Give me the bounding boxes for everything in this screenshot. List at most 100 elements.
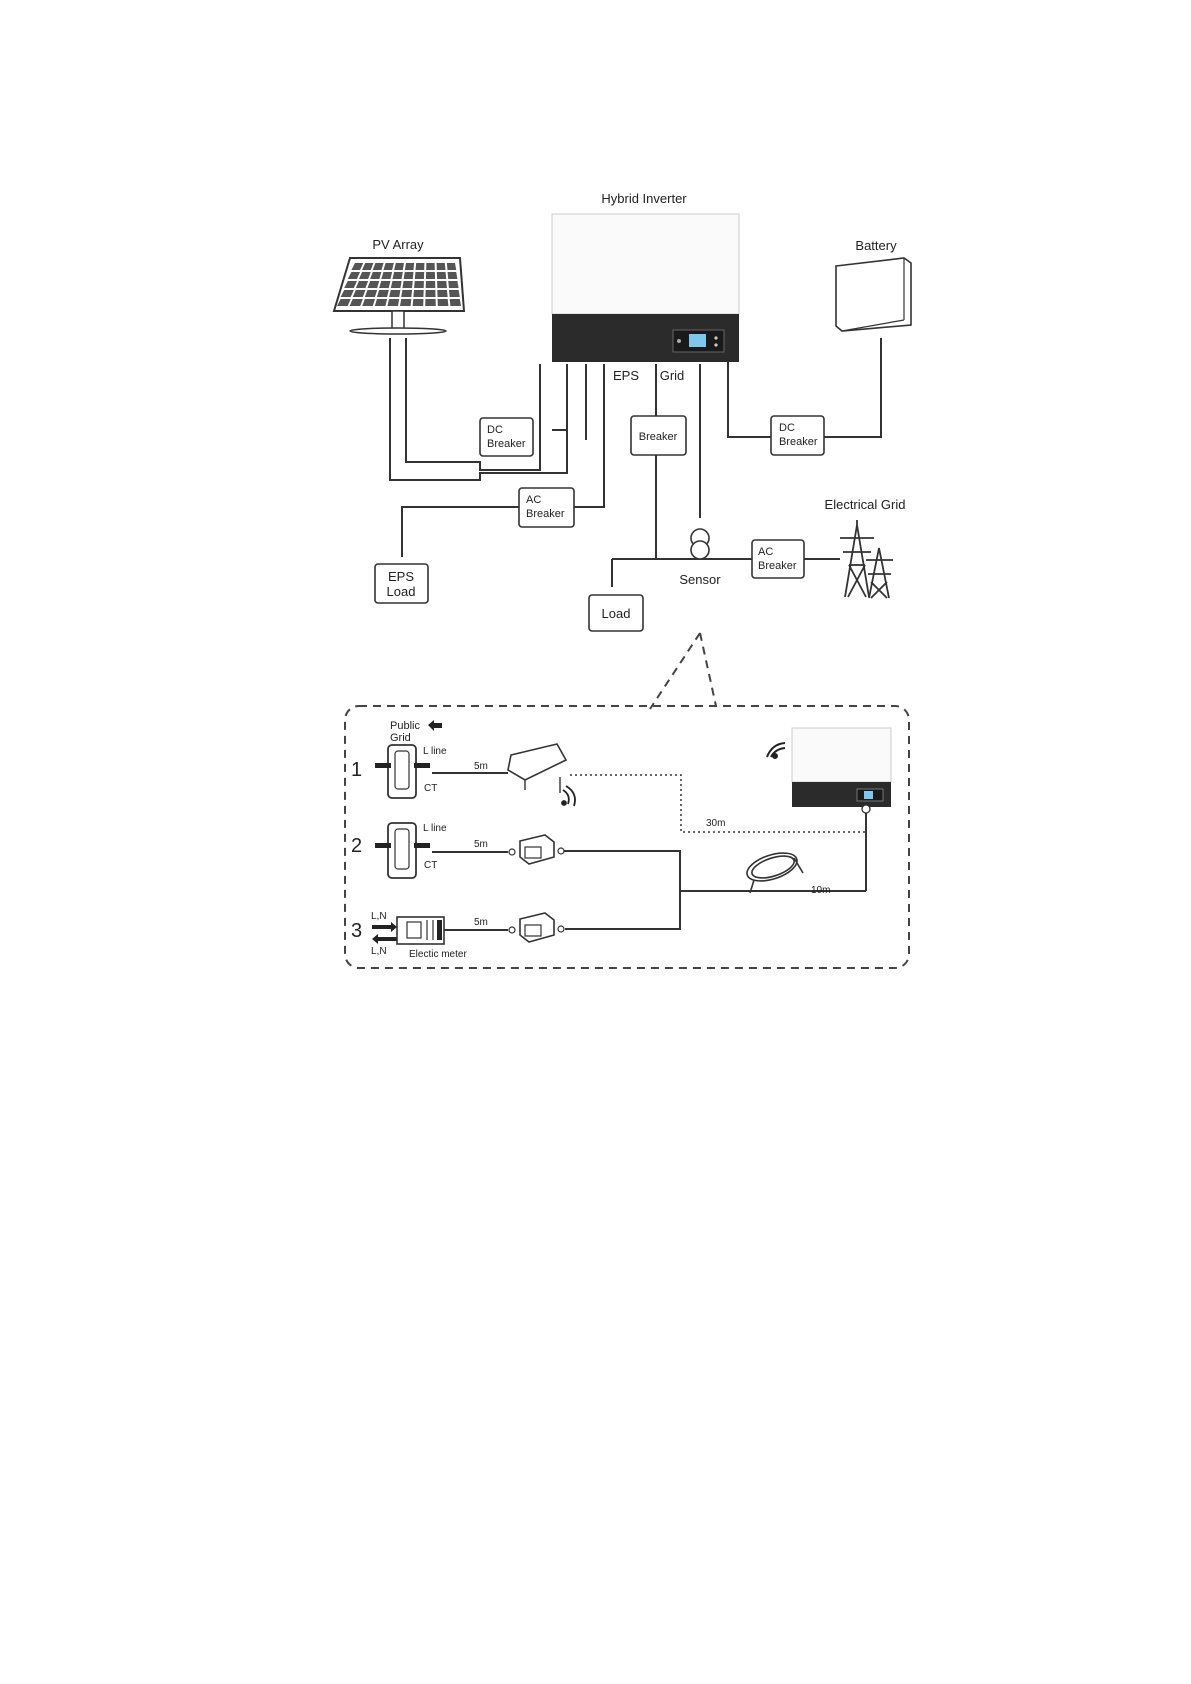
wifi-icon: [767, 743, 785, 758]
solar-cell: [425, 299, 436, 306]
row-number-2: 2: [351, 835, 362, 857]
inverter-label: Hybrid Inverter: [601, 191, 687, 206]
dc-breaker-pv: DC Breaker: [480, 418, 533, 456]
callout-leader: [650, 633, 716, 709]
solar-cell: [401, 290, 412, 297]
solar-panel-icon: [334, 258, 464, 334]
solar-cell: [404, 272, 414, 279]
solar-cell: [437, 272, 446, 279]
solar-cell: [413, 290, 423, 297]
dc-breaker-battery-line1: DC: [779, 422, 795, 434]
transmission-tower-icon: [840, 520, 893, 598]
solar-cell: [387, 299, 399, 306]
solar-cell: [426, 281, 436, 288]
inverter-thumbnail: [792, 728, 891, 807]
solar-cell: [426, 263, 435, 270]
load-label: Load: [602, 606, 631, 621]
breaker: Breaker: [631, 416, 686, 455]
solar-cell: [425, 290, 435, 297]
ct-label-2: CT: [424, 860, 437, 871]
ct-clamp-icon: [375, 745, 430, 798]
rj45-coupler-icon-1: [509, 835, 564, 864]
row-number-1: 1: [351, 759, 362, 781]
dc-breaker-battery: DC Breaker: [771, 416, 824, 455]
solar-cell: [448, 272, 458, 279]
ac-breaker-eps-line2: Breaker: [526, 508, 565, 520]
solar-cell: [394, 263, 404, 270]
solar-cell: [437, 290, 447, 297]
solar-cell: [450, 299, 461, 306]
length-5m-2: 5m: [474, 839, 488, 850]
length-10m: 10m: [811, 885, 830, 896]
solar-cell: [402, 281, 412, 288]
solar-cell: [392, 272, 402, 279]
ac-breaker-grid: AC Breaker: [752, 540, 804, 578]
wifi-meter-box-icon: [508, 744, 566, 793]
ac-breaker-grid-line1: AC: [758, 546, 773, 558]
pv-array: PV Array: [334, 237, 464, 334]
eps-load-line1: EPS: [388, 569, 414, 584]
rj45-coupler-icon-2: [509, 913, 564, 942]
solar-cell: [400, 299, 411, 306]
solar-cell: [391, 281, 402, 288]
battery-icon: [836, 258, 911, 331]
eps-load-line2: Load: [387, 584, 416, 599]
detail-panel: Public Grid 1 2 3 L line CT 5m 30m: [345, 706, 909, 968]
solar-cell: [415, 263, 424, 270]
arrow-left-icon: [428, 720, 442, 731]
dc-breaker-pv-line1: DC: [487, 424, 503, 436]
solar-cell: [449, 290, 460, 297]
dc-breaker-battery-line2: Breaker: [779, 436, 818, 448]
solar-cell: [437, 263, 446, 270]
length-30m: 30m: [706, 818, 725, 829]
ac-breaker-eps-line1: AC: [526, 494, 541, 506]
solar-cell: [415, 272, 424, 279]
pv-array-label: PV Array: [372, 237, 424, 252]
electrical-grid-label: Electrical Grid: [825, 497, 906, 512]
l-line-label-2: L line: [423, 823, 447, 834]
breaker-label: Breaker: [639, 431, 678, 443]
length-5m-3: 5m: [474, 917, 488, 928]
electric-meter-label: Electic meter: [409, 949, 467, 960]
inverter-port-icon: [862, 805, 870, 813]
solar-cell: [414, 281, 424, 288]
solar-cell: [447, 263, 456, 270]
dc-breaker-pv-line2: Breaker: [487, 438, 526, 450]
eps-port-label: EPS: [613, 368, 639, 383]
row-number-3: 3: [351, 920, 362, 942]
arrow-right-icon: [372, 922, 397, 932]
ac-breaker-eps: AC Breaker: [519, 488, 574, 527]
wireless-signal-icon: [562, 786, 575, 806]
cable-coil-icon: [744, 848, 803, 893]
electric-meter-icon: [397, 917, 444, 944]
sensor-label: Sensor: [679, 572, 721, 587]
solar-cell: [405, 263, 414, 270]
solar-cell: [437, 281, 447, 288]
battery-label: Battery: [855, 238, 897, 253]
grid-port-label: Grid: [660, 368, 685, 383]
eps-load: EPS Load: [375, 564, 428, 603]
solar-cell: [438, 299, 449, 306]
sensor-icon: [691, 529, 709, 559]
length-5m-1: 5m: [474, 761, 488, 772]
electrical-grid: Electrical Grid: [825, 497, 906, 598]
l-n-label-bottom: L,N: [371, 946, 387, 957]
l-n-label-top: L,N: [371, 911, 387, 922]
load: Load: [589, 595, 643, 631]
ct-clamp-icon-2: [375, 823, 430, 878]
solar-cell: [413, 299, 424, 306]
solar-cell: [375, 299, 387, 306]
public-grid-line1: Public: [390, 720, 420, 732]
solar-cell: [448, 281, 458, 288]
public-grid-line2: Grid: [390, 732, 411, 744]
ct-label-1: CT: [424, 783, 437, 794]
ac-breaker-grid-line2: Breaker: [758, 560, 797, 572]
arrow-left-icon-2: [372, 934, 397, 944]
hybrid-inverter: Hybrid Inverter EPS Grid: [552, 191, 739, 383]
battery: Battery: [836, 238, 911, 331]
l-line-label-1: L line: [423, 746, 447, 757]
solar-cell: [389, 290, 400, 297]
solar-cell: [426, 272, 435, 279]
inverter-display-icon: [673, 330, 724, 352]
